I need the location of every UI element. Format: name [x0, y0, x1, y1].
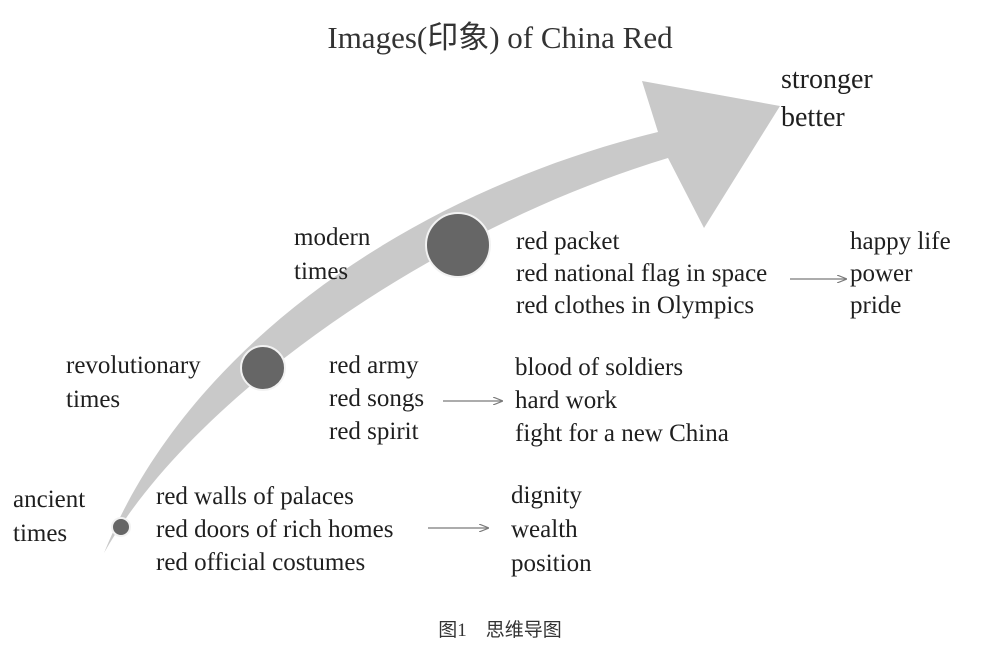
meaning-item: pride — [850, 292, 902, 319]
meaning-item: fight for a new China — [515, 420, 729, 447]
node-modern — [425, 212, 491, 278]
meanings-list-revolutionary: blood of soldiers hard work fight for a … — [515, 351, 729, 450]
meaning-item: happy life — [850, 228, 951, 255]
symbols-list-modern: red packet red national flag in space re… — [516, 226, 767, 322]
era-line: times — [66, 386, 121, 413]
symbol-item: red doors of rich homes — [156, 516, 394, 543]
node-revolutionary — [240, 345, 286, 391]
node-ancient — [111, 517, 131, 537]
goal-line-1: stronger — [781, 64, 873, 95]
era-line: modern — [294, 224, 371, 251]
meaning-item: dignity — [511, 482, 582, 509]
symbol-item: red walls of palaces — [156, 483, 354, 510]
meaning-item: hard work — [515, 387, 618, 414]
progress-arrow — [104, 81, 780, 553]
symbol-item: red army — [329, 352, 419, 379]
era-label-modern: modern times — [294, 221, 370, 289]
figure-caption: 图1 思维导图 — [438, 620, 562, 641]
symbol-item: red packet — [516, 228, 620, 255]
era-line: ancient — [13, 486, 86, 513]
diagram-title: Images(印象) of China Red — [327, 20, 673, 55]
symbol-item: red songs — [329, 385, 425, 412]
symbols-list-revolutionary: red army red songs red spirit — [329, 349, 424, 448]
symbol-item: red clothes in Olympics — [516, 292, 755, 319]
meanings-list-modern: happy life power pride — [850, 226, 951, 322]
era-line: times — [13, 520, 68, 547]
meanings-list-ancient: dignity wealth position — [511, 479, 592, 581]
meaning-item: wealth — [511, 516, 578, 543]
symbol-item: red national flag in space — [516, 260, 768, 287]
era-label-revolutionary: revolutionary times — [66, 349, 201, 417]
era-line: revolutionary — [66, 352, 201, 379]
meaning-item: blood of soldiers — [515, 354, 684, 381]
goal-line-2: better — [781, 102, 845, 133]
era-label-ancient: ancient times — [13, 483, 85, 551]
symbol-item: red spirit — [329, 418, 419, 445]
symbols-list-ancient: red walls of palaces red doors of rich h… — [156, 480, 393, 579]
meaning-item: position — [511, 550, 592, 577]
era-line: times — [294, 258, 349, 285]
goal-label: stronger better — [781, 61, 873, 137]
symbol-item: red official costumes — [156, 549, 366, 576]
meaning-item: power — [850, 260, 913, 287]
